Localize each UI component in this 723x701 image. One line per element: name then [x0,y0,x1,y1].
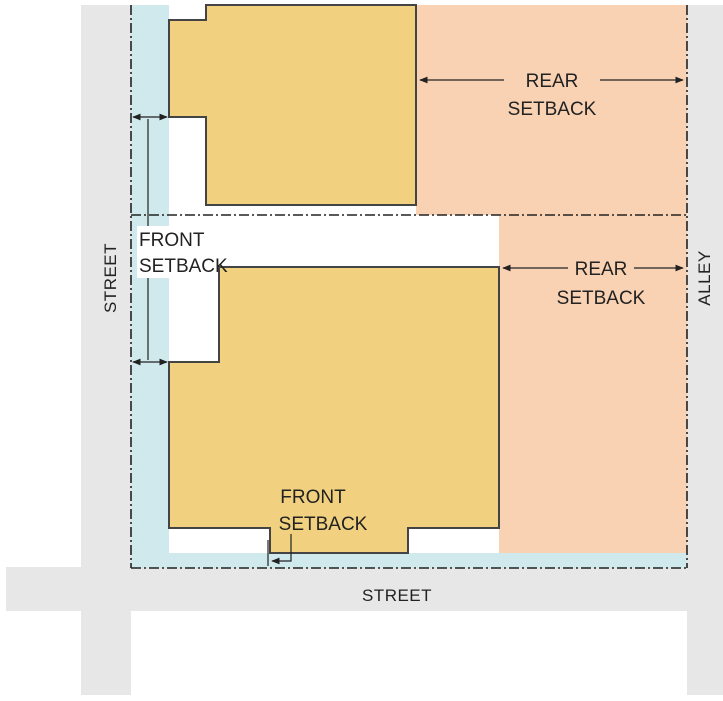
lot-lines [130,5,688,569]
upper-building [168,4,417,206]
side-front-setback-label-bg [137,226,213,278]
rear-setback-zone-lower [499,215,687,553]
bottom-street [6,567,723,611]
lower-rear-setback-label-2: SETBACK [557,288,646,309]
upper-rear-setback-label-2: SETBACK [508,99,597,120]
bottom-front-setback-label-1: FRONT [280,487,346,508]
alley-label: ALLEY [695,250,714,305]
lower-rear-setback-label-1: REAR [575,259,628,280]
bottom-front-setback-label-2: SETBACK [279,514,368,535]
front-setback-zone-side [131,5,169,568]
lower-building [168,266,500,554]
side-front-setback-label-1: FRONT [139,230,205,251]
front-setback-zone-bottom [131,553,687,568]
bottom-street-label: STREET [362,586,432,605]
upper-rear-setback-label-1: REAR [526,71,579,92]
left-street-label: STREET [101,243,120,313]
rear-setback-zone-upper [416,5,687,215]
side-front-setback-label-2: SETBACK [139,256,228,277]
bottom-front-setback-dimension [267,534,292,566]
